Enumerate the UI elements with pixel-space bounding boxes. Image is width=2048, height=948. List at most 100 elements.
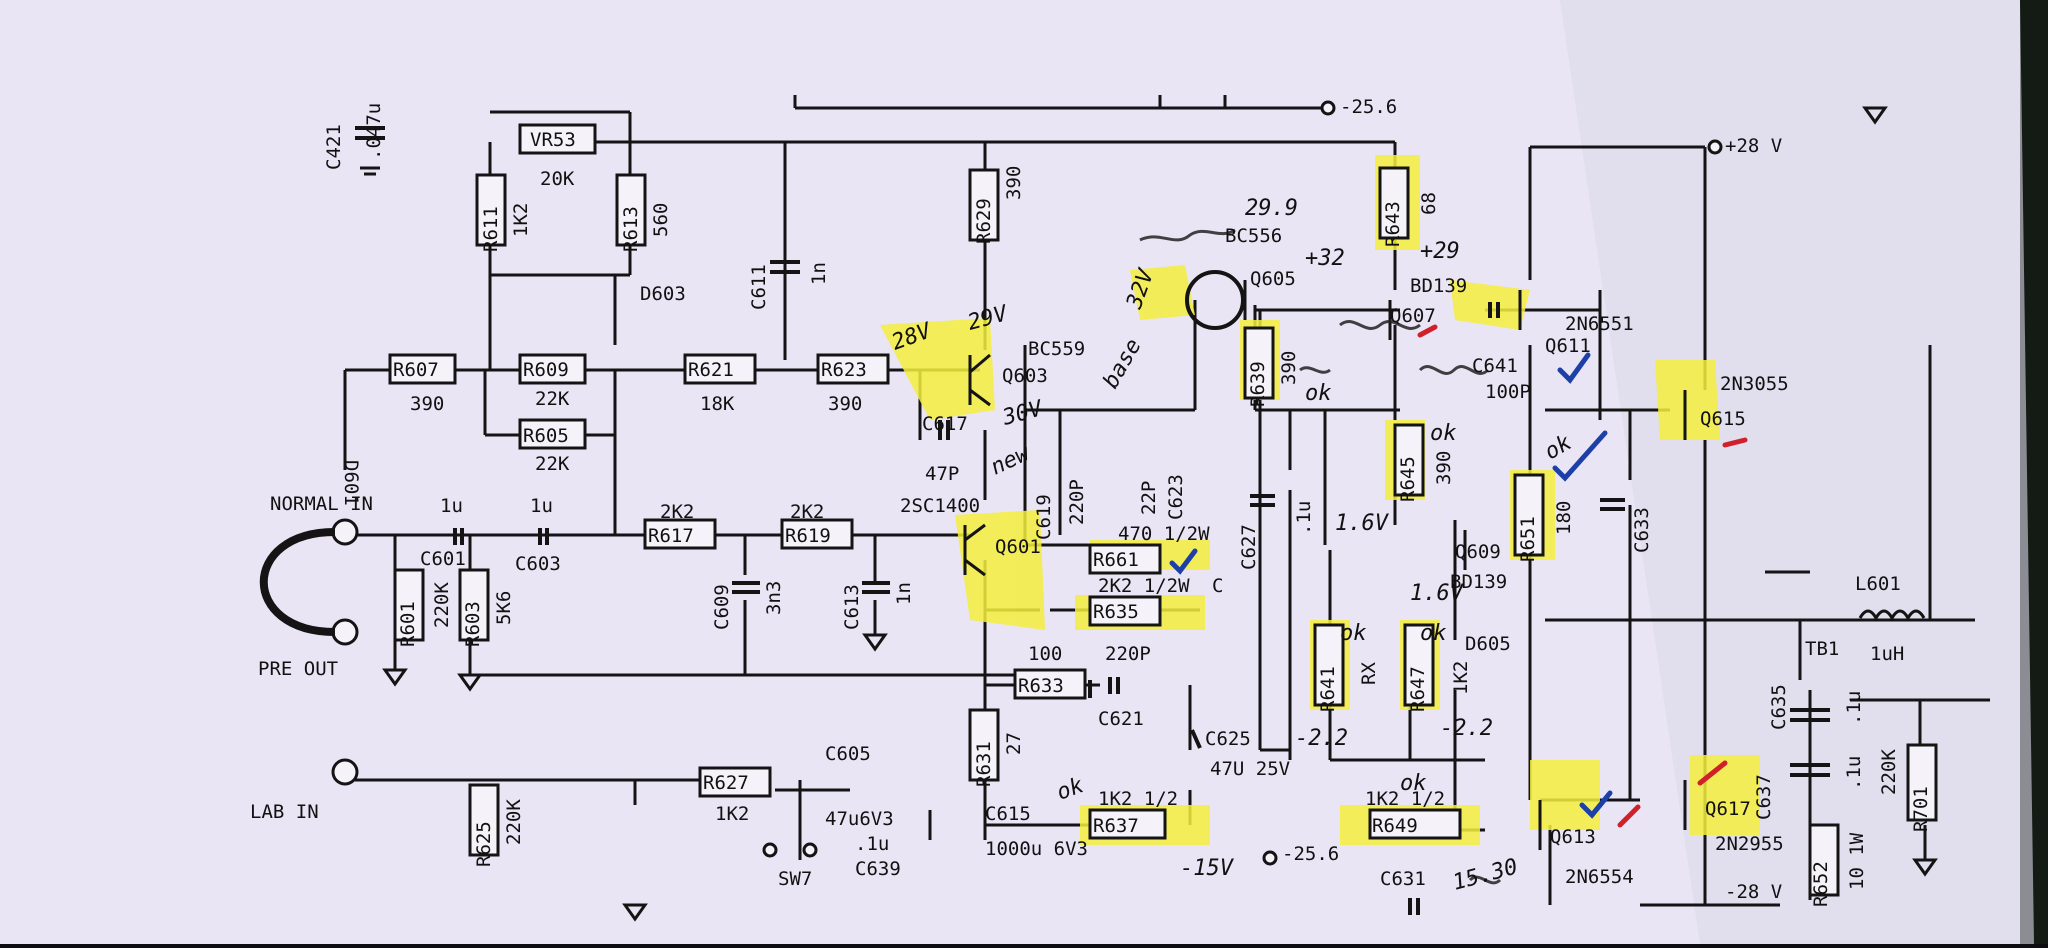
note-q605-plus32: +32 [1305, 246, 1345, 271]
r643-ref: R643 [1382, 201, 1404, 247]
r601-ref: R601 [397, 601, 419, 647]
c613-ref: C613 [841, 584, 863, 630]
r611-ref: R611 [480, 206, 502, 252]
q617-ref: Q617 [1705, 798, 1751, 820]
c639-ref: C639 [855, 858, 901, 880]
c609-val: 3n3 [763, 581, 785, 615]
resistor-bodies [388, 123, 1938, 897]
r627-ref: R627 [703, 772, 749, 794]
r635-ref: R635 [1093, 601, 1139, 623]
r617-val: 2K2 [660, 501, 694, 523]
tb1-ref: TB1 [1805, 638, 1839, 660]
r661-ref: R661 [1093, 549, 1139, 571]
note-r647-v: -2.2 [1440, 716, 1493, 741]
c625-val: 47U 25V [1210, 758, 1290, 780]
r619-ref: R619 [785, 525, 831, 547]
c609-ref: C609 [711, 584, 733, 630]
q605-ref: Q605 [1250, 268, 1296, 290]
c613-val: 1n [893, 582, 915, 605]
r639-val: 390 [1278, 351, 1300, 385]
r639-ref: R639 [1247, 361, 1269, 407]
c615-val: 1000u 6V3 [985, 838, 1088, 860]
r607-ref: R607 [393, 359, 439, 381]
r613-val: 560 [650, 203, 672, 237]
q617-type: 2N2955 [1715, 833, 1784, 855]
r652-ref: R652 [1810, 861, 1832, 907]
r629-val: 390 [1003, 166, 1025, 200]
q605-circle-annotation [1185, 270, 1245, 330]
c635-val: .1u [1843, 691, 1865, 725]
terminal-symbols [331, 100, 1723, 866]
r619-val: 2K2 [790, 501, 824, 523]
check-marks [1169, 324, 1748, 828]
c637-val: .1u [1843, 756, 1865, 790]
r623-val: 390 [828, 393, 862, 415]
l601-ref: L601 [1855, 573, 1901, 595]
q609-type: BD139 [1450, 571, 1507, 593]
q603-type: BC559 [1028, 338, 1085, 360]
rail-neg-bottom: -25.6 [1282, 843, 1339, 865]
c605-ref: C605 [825, 743, 871, 765]
r643-val: 68 [1418, 192, 1440, 215]
q601-type: 2SC1400 [900, 495, 980, 517]
c635-ref: C635 [1768, 684, 1790, 730]
note-r641-v: -2.2 [1295, 726, 1348, 751]
q603-ref: Q603 [1002, 365, 1048, 387]
q605-type: BC556 [1225, 225, 1282, 247]
r611-val: 1K2 [510, 203, 532, 237]
q615-ref: Q615 [1700, 408, 1746, 430]
r621-ref: R621 [688, 359, 734, 381]
r633-val: 100 [1028, 643, 1062, 665]
c615-ref: C615 [985, 803, 1031, 825]
r625-ref: R625 [473, 821, 495, 867]
c627-val: .1u [1293, 501, 1315, 535]
r631-val: 27 [1003, 732, 1025, 755]
note-r649-ok: ok [1400, 771, 1427, 796]
q613-ref: Q613 [1550, 826, 1596, 848]
c619-val: 220P [1066, 479, 1088, 525]
r609-ref: R609 [523, 359, 569, 381]
sw7: SW7 [778, 868, 812, 890]
c633-ref: C633 [1631, 507, 1653, 553]
c421-val: .047u [363, 103, 385, 160]
pre-out: PRE OUT [258, 658, 338, 680]
r701-val: 220K [1878, 749, 1900, 795]
c639-val: .1u [855, 833, 889, 855]
rail-neg28: -28 V [1725, 881, 1782, 903]
rail-pos28: +28 V [1725, 135, 1782, 157]
q615-type: 2N3055 [1720, 373, 1789, 395]
q609-ref: Q609 [1455, 541, 1501, 563]
c617-val: 47P [925, 463, 959, 485]
r645-ref: R645 [1397, 456, 1419, 502]
r701-ref: R701 [1910, 786, 1932, 832]
r649-ref: R649 [1372, 815, 1418, 837]
note-r641-ok: ok [1340, 621, 1367, 646]
lab-in: LAB IN [250, 801, 319, 823]
note-q605-29-9: 29.9 [1245, 196, 1298, 221]
c611-ref: C611 [748, 264, 770, 310]
r635-val: 2K2 1/2W [1098, 575, 1190, 597]
r647-ref: R647 [1407, 666, 1429, 712]
capacitor-plates [355, 126, 1830, 915]
c631-ref: C631 [1380, 868, 1426, 890]
c641-ref: C641 [1472, 355, 1518, 377]
r607-val: 390 [410, 393, 444, 415]
c641-val: 100P [1485, 381, 1531, 403]
c623-ref: C623 [1165, 474, 1187, 520]
vr5-val: 20K [540, 168, 575, 190]
r601-val: 220K [431, 582, 453, 628]
q611-ref: Q611 [1545, 335, 1591, 357]
c619-ref: C619 [1033, 494, 1055, 540]
r661-val: 470 1/2W [1118, 523, 1210, 545]
r625-val: 220K [503, 799, 525, 845]
r633-ref: R633 [1018, 675, 1064, 697]
r641-ref: R641 [1317, 666, 1339, 712]
q613-type: 2N6554 [1565, 866, 1634, 888]
d601-ref: D601 [340, 460, 362, 506]
r652-val: 10 1W [1846, 832, 1868, 890]
c601-val: 1u [440, 495, 463, 517]
c621-ref: C621 [1098, 708, 1144, 730]
r651-val: 180 [1553, 501, 1575, 535]
c637-ref: C637 [1753, 774, 1775, 820]
